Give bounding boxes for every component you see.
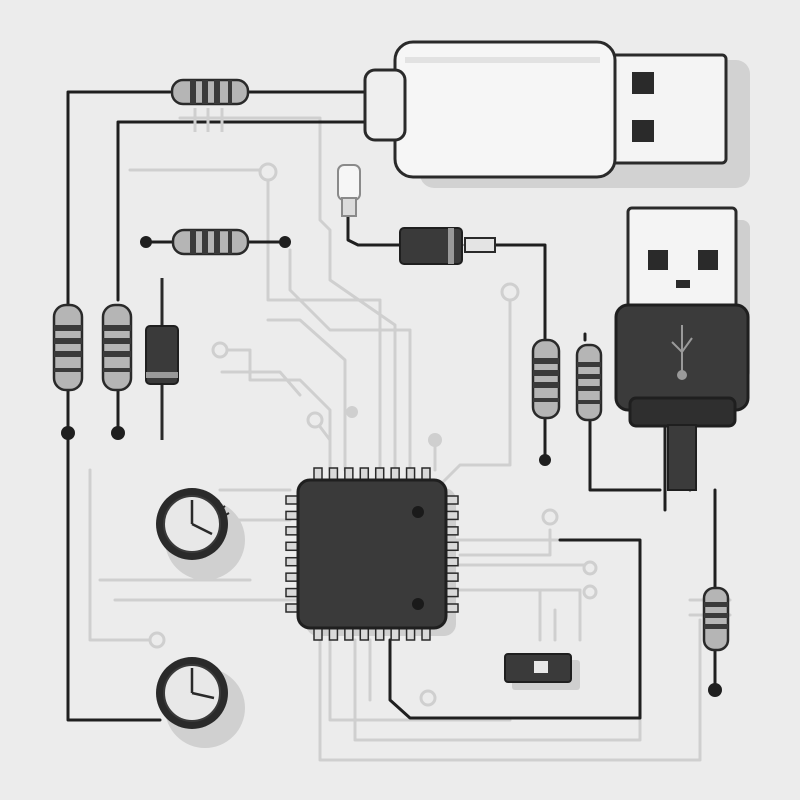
resistor-left-1-icon	[52, 303, 84, 392]
light-dots	[346, 406, 442, 447]
potentiometer-bottom-icon	[156, 657, 245, 748]
usb-a-plug-icon	[363, 40, 750, 188]
resistor-top-icon	[170, 78, 250, 132]
ic-chip-icon	[285, 467, 459, 641]
slide-switch-icon	[504, 653, 580, 690]
resistor-right-2-icon	[575, 343, 603, 422]
led-icon	[337, 164, 361, 217]
usb-a-plug-dark-icon	[614, 206, 750, 491]
diode-vertical-icon	[145, 278, 179, 440]
diode-horizontal-icon	[399, 227, 496, 265]
potentiometer-top-icon	[156, 488, 245, 580]
light-pads	[148, 162, 598, 707]
resistor-right-1-icon	[531, 338, 561, 420]
resistor-left-2-icon	[101, 303, 133, 392]
usb-logo-icon	[671, 325, 693, 380]
dark-pads	[61, 236, 722, 697]
resistor-mid-icon	[171, 228, 250, 256]
resistor-bottom-right-icon	[702, 586, 730, 652]
light-traces	[88, 116, 732, 762]
